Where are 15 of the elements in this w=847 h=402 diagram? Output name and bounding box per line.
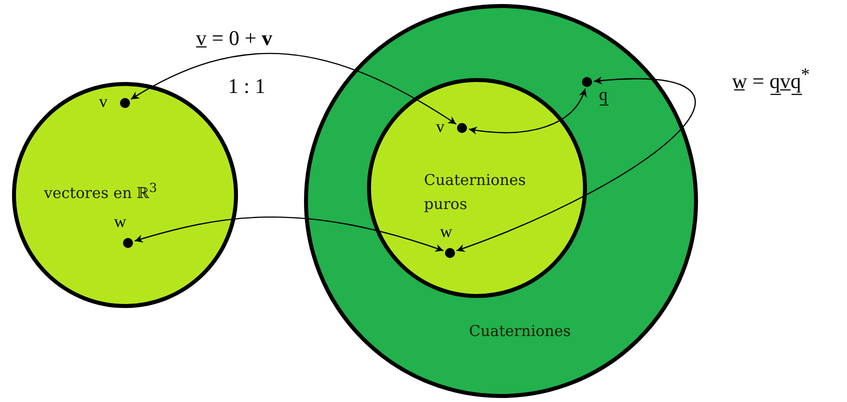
point-label: q̲ (599, 86, 608, 104)
ratio-label: 1 : 1 (228, 74, 266, 99)
set-label: Cuaterniones puros (424, 170, 527, 215)
edge-label: w̲ = q̲v̲q̲$^{*}$ (732, 64, 810, 94)
set-label: vectores en ℝ$^{3}$ (44, 180, 158, 202)
point-label: v (436, 118, 444, 136)
curved-arrow (134, 216, 444, 252)
set-label: Cuaterniones (469, 322, 571, 340)
point-label: w (440, 223, 452, 241)
edge-label: v̲ = 0 + v (196, 26, 272, 51)
point-label: w (114, 213, 126, 231)
curved-arrow (456, 76, 696, 252)
curved-arrow (130, 53, 456, 125)
curved-arrow (468, 88, 586, 134)
point-label: v (99, 93, 108, 111)
